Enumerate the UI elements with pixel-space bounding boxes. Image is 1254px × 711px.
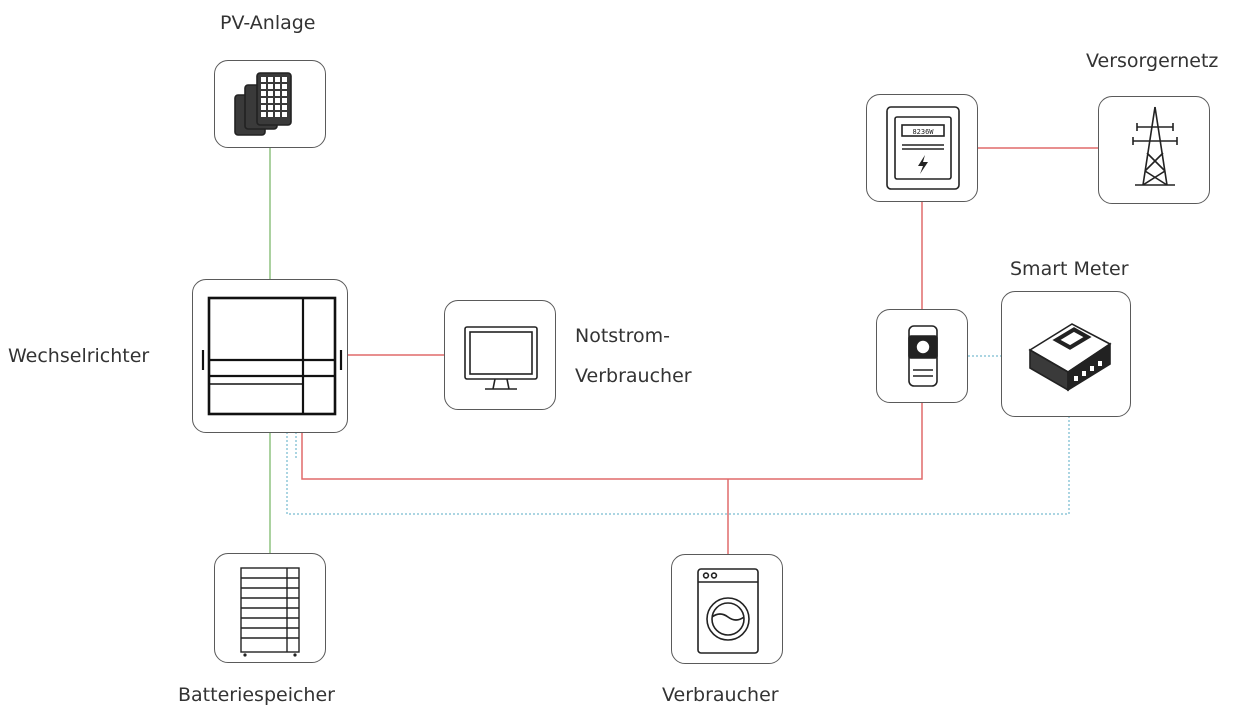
inverter-label: Wechselrichter bbox=[8, 345, 150, 367]
pv-label: PV-Anlage bbox=[220, 12, 316, 34]
solar-panel-icon bbox=[234, 72, 292, 136]
grid-label: Versorgernetz bbox=[1086, 50, 1219, 72]
smart-meter-label: Smart Meter bbox=[1010, 258, 1129, 280]
inverter-box bbox=[192, 279, 348, 433]
smart-meter-box bbox=[1001, 291, 1131, 417]
meter-display-text: 8236W bbox=[912, 128, 934, 136]
battery-label: Batteriespeicher bbox=[178, 684, 335, 706]
pv-box bbox=[214, 60, 326, 148]
washing-machine-icon bbox=[697, 568, 759, 654]
battery-box bbox=[214, 553, 326, 663]
utility-meter-box: 8236W bbox=[866, 94, 978, 202]
backup-consumer-box bbox=[444, 300, 556, 410]
grid-box bbox=[1098, 96, 1210, 204]
current-transformer-icon bbox=[908, 325, 938, 387]
inverter-icon bbox=[201, 296, 343, 416]
consumer-box bbox=[671, 554, 783, 664]
electricity-meter-icon: 8236W bbox=[886, 106, 960, 190]
backup-consumer-label-line2: Verbraucher bbox=[575, 365, 692, 387]
din-rail-meter-icon bbox=[1028, 323, 1112, 392]
consumer-label: Verbraucher bbox=[662, 684, 779, 706]
inverter-comm-line bbox=[286, 416, 1070, 515]
ac-bus-line bbox=[301, 402, 923, 480]
battery-stack-icon bbox=[240, 567, 300, 657]
current-transformer-box bbox=[876, 309, 968, 403]
backup-consumer-label-line1: Notstrom- bbox=[575, 325, 671, 347]
monitor-icon bbox=[464, 326, 538, 390]
power-pylon-icon bbox=[1132, 106, 1178, 186]
